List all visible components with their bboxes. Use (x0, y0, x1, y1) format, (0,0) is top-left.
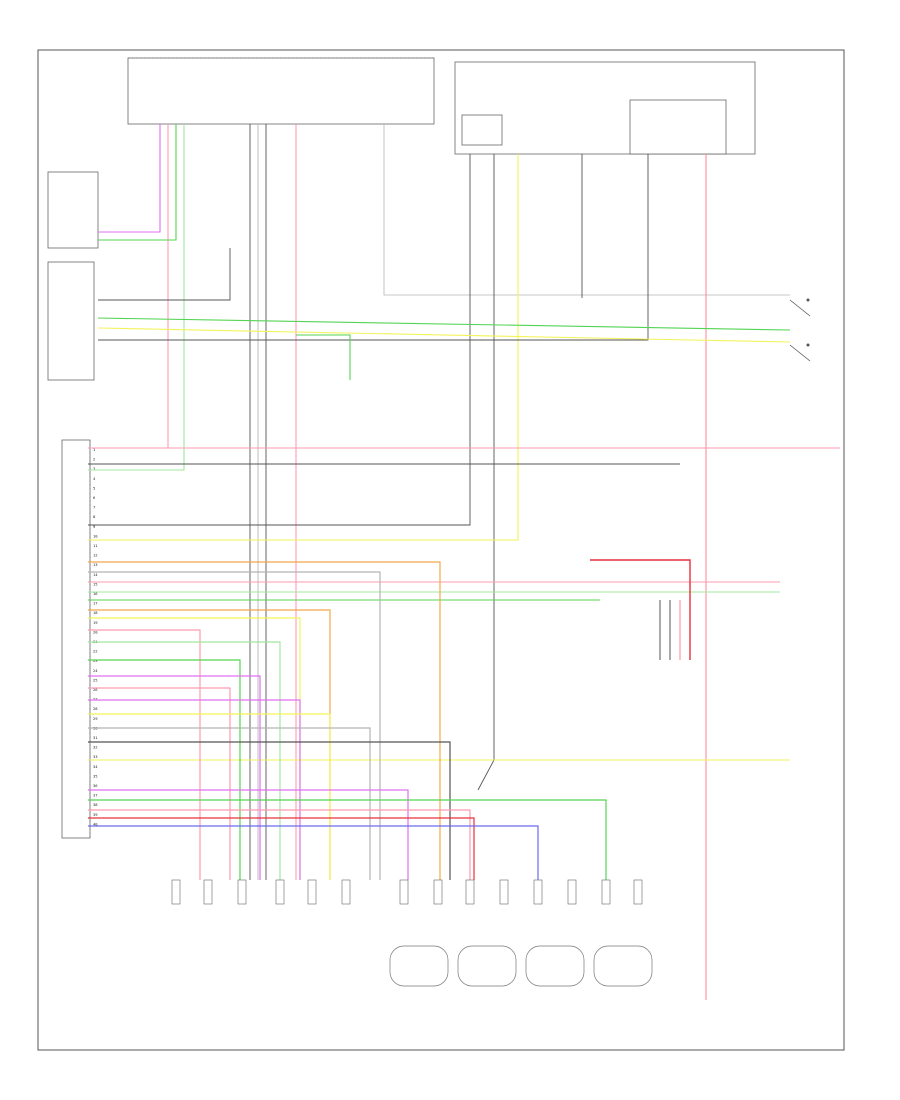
bottom-connector-9 (499, 879, 509, 905)
brake-switch (789, 298, 811, 362)
connector-pin-16: 16 (93, 591, 98, 596)
connector-pin-5: 5 (93, 485, 95, 490)
wheel-sensors (389, 945, 653, 987)
connector-pin-10: 10 (93, 533, 98, 538)
wire-layer (88, 124, 840, 1000)
connector-pin-25: 25 (93, 677, 98, 682)
connector-pin-26: 26 (93, 687, 98, 692)
wire-violet-top (98, 124, 161, 233)
connector-pin-20: 20 (93, 629, 98, 634)
wire-yellow-right (88, 154, 519, 541)
wheel-speed-sensor-3 (525, 945, 585, 987)
connector-pin-9: 9 (93, 524, 96, 529)
connector-pin-4: 4 (93, 476, 96, 481)
bottom-connector-12 (601, 879, 611, 905)
connector-pin-40: 40 (93, 821, 98, 826)
connector-pin-3: 3 (93, 466, 95, 471)
bottom-connector-6 (399, 879, 409, 905)
wire-stub-12 (88, 741, 451, 880)
connector-pin-7: 7 (93, 505, 95, 510)
connector-pin-33: 33 (93, 754, 98, 759)
connector-pin-39: 39 (93, 812, 98, 817)
connector-pin-22: 22 (93, 649, 98, 654)
connector-pin-15: 15 (93, 581, 98, 586)
connector-pin-13: 13 (93, 562, 98, 567)
bottom-connector-7 (433, 879, 443, 905)
connector-pin-34: 34 (93, 764, 98, 769)
connector-pin-8: 8 (93, 514, 96, 519)
bottom-connector-5 (341, 879, 351, 905)
wire-red-loop (590, 559, 691, 660)
bottom-connector-11 (567, 879, 577, 905)
bottom-connector-8 (465, 879, 475, 905)
bottom-connector-2 (237, 879, 247, 905)
connector-pin-1: 1 (93, 447, 96, 452)
wheel-speed-sensor-2 (457, 945, 517, 987)
wire-green-ground (296, 334, 351, 380)
wire-stub-16 (88, 817, 475, 880)
wire-stub-9 (88, 699, 301, 880)
connector-pin-14: 14 (93, 572, 98, 577)
connector-pin-23: 23 (93, 658, 98, 663)
connector-pin-32: 32 (93, 745, 98, 750)
connector-pin-29: 29 (93, 716, 98, 721)
wire-yellow-brake (97, 327, 791, 343)
wire-black-sensor (477, 154, 495, 791)
bottom-connector-1 (203, 879, 213, 905)
connector-pin-35: 35 (93, 773, 98, 778)
wire-stub-17 (88, 825, 539, 880)
connector-pin-24: 24 (93, 668, 98, 673)
wire-black-right (88, 154, 471, 526)
connector-pin-27: 27 (93, 697, 98, 702)
wire-stub-8 (88, 687, 231, 880)
wire-green-top (98, 124, 177, 241)
bottom-connector-3 (275, 879, 285, 905)
wire-stub-10 (88, 713, 331, 880)
wire-green-brake (97, 317, 791, 331)
wire-stub-7 (88, 675, 261, 880)
wire-pink-top (88, 124, 169, 449)
wire-stub-4 (88, 629, 201, 880)
wire-stub-15 (88, 809, 471, 880)
left-switch-boxes (47, 171, 99, 381)
bottom-connector-13 (633, 879, 643, 905)
wire-stub-6 (88, 659, 241, 880)
bottom-connectors (171, 879, 643, 905)
top-module-right (454, 61, 756, 155)
wheel-speed-sensor-1 (389, 945, 449, 987)
connector-pin-2: 2 (93, 457, 95, 462)
connector-pin-19: 19 (93, 620, 98, 625)
connector-pin-rows: 1234567891011121314151617181920212223242… (93, 447, 98, 826)
connector-pin-36: 36 (93, 783, 98, 788)
wire-black-long (98, 154, 649, 341)
wire-stub-1 (88, 571, 381, 880)
connector-pin-11: 11 (93, 543, 98, 548)
bottom-connector-10 (533, 879, 543, 905)
wire-stub-13 (88, 789, 409, 880)
connector-pin-31: 31 (93, 735, 98, 740)
wire-stub-5 (88, 641, 281, 880)
wire-stub-3 (88, 617, 301, 880)
connector-pin-28: 28 (93, 706, 98, 711)
wire-stub-0 (88, 561, 441, 880)
connector-pin-18: 18 (93, 610, 98, 615)
abs-connector-block (61, 439, 91, 839)
connector-pin-37: 37 (93, 793, 98, 798)
wire-gray-brake (383, 124, 790, 296)
wire-stub-11 (88, 727, 371, 880)
connector-pin-38: 38 (93, 802, 98, 807)
top-module-left (127, 57, 435, 125)
connector-pin-17: 17 (93, 601, 98, 606)
connector-pin-12: 12 (93, 553, 98, 558)
wheel-speed-sensor-4 (593, 945, 653, 987)
wire-stub-2 (88, 609, 331, 880)
wire-lgreen-top (88, 124, 185, 471)
bottom-connector-4 (307, 879, 317, 905)
diagram-border (37, 49, 845, 1051)
wire-stub-14 (88, 799, 607, 880)
connector-pin-6: 6 (93, 495, 96, 500)
bottom-connector-0 (171, 879, 181, 905)
wire-black-sw2 (98, 248, 231, 301)
